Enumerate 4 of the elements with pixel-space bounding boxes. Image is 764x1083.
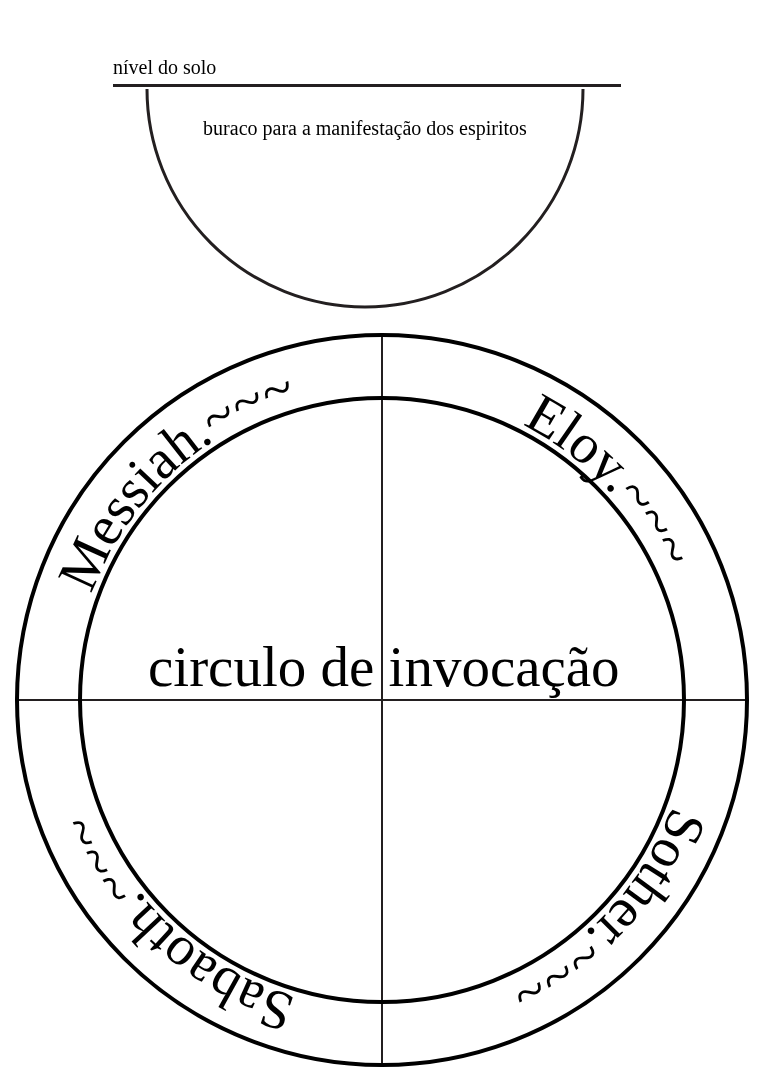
hole-semicircle bbox=[144, 87, 586, 309]
hole-label: buraco para a manifestação dos espiritos bbox=[203, 118, 527, 138]
double-circle bbox=[15, 333, 749, 1067]
ground-level-label: nível do solo bbox=[113, 57, 217, 77]
